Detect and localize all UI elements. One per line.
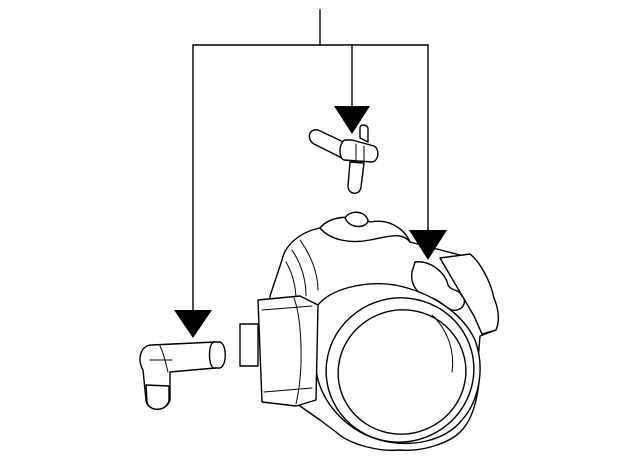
throttle-body (239, 211, 500, 452)
callout-arrows (174, 106, 447, 338)
arrow-tee (334, 106, 370, 134)
throttle-bore (325, 297, 475, 443)
leader-lines (192, 9, 429, 311)
straight-fitting-tee (308, 124, 379, 194)
arrow-throttle-body (409, 230, 447, 260)
elbow-connector (139, 341, 226, 410)
arrow-elbow (174, 310, 212, 338)
